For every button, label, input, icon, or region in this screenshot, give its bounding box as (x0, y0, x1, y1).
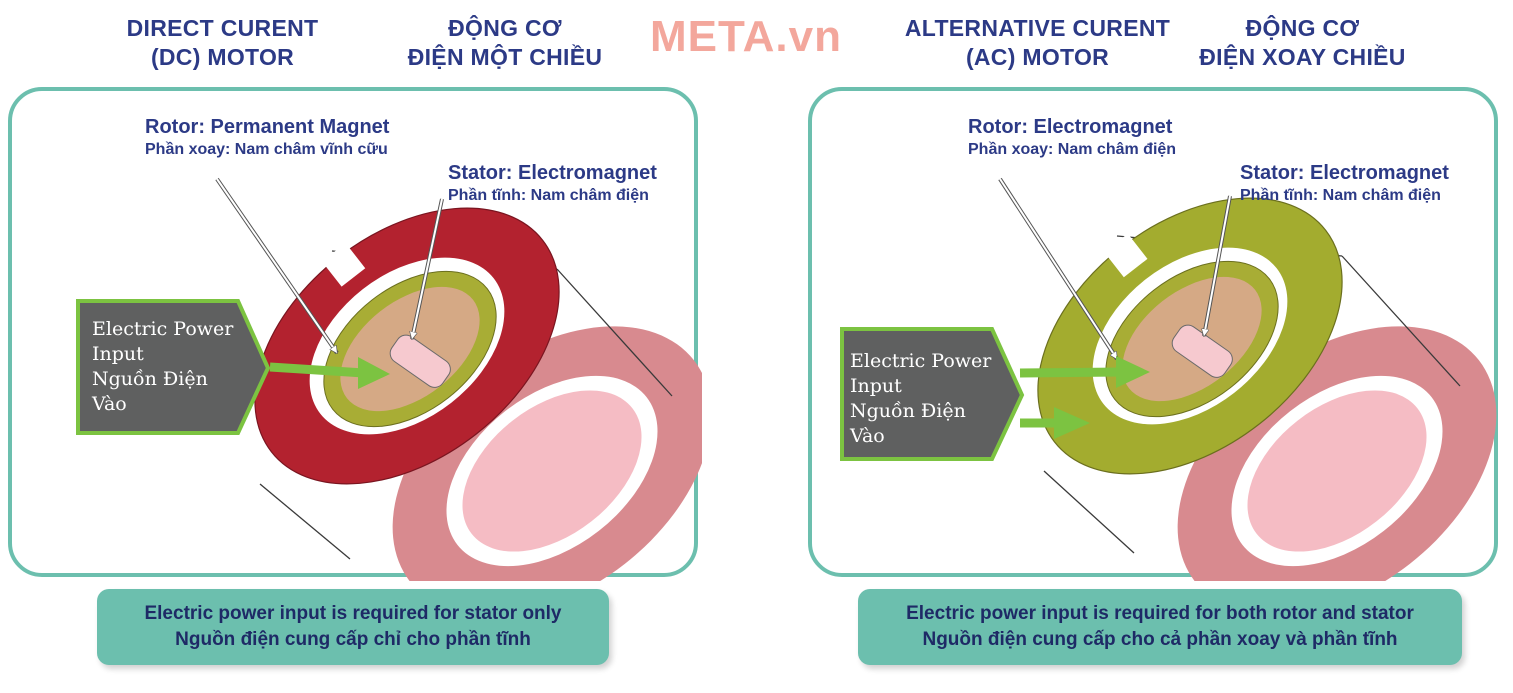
meta-logo: META.vn (650, 12, 842, 61)
ac-rotor-label: Rotor: Electromagnet Phần xoay: Nam châm… (968, 116, 1177, 158)
dc-motor-panel: Rotor: Permanent Magnet Phần xoay: Nam c… (8, 87, 702, 581)
dc-rotor-label: Rotor: Permanent Magnet Phần xoay: Nam c… (145, 116, 390, 158)
dc-stator-label: Stator: Electromagnet Phần tĩnh: Nam châ… (448, 162, 657, 204)
dc-motor-illustration (76, 177, 702, 581)
ac-input-box (840, 327, 1025, 461)
dc-input-box (76, 299, 271, 435)
ac-power-arrow-top (1019, 356, 1150, 388)
ac-stator-label: Stator: Electromagnet Phần tĩnh: Nam châ… (1240, 162, 1449, 204)
dc-power-arrow (269, 357, 390, 389)
ac-motor-panel: Rotor: Electromagnet Phần xoay: Nam châm… (808, 87, 1498, 581)
ac-motor-illustration (840, 177, 1497, 581)
ac-caption: Electric power input is required for bot… (858, 589, 1462, 665)
dc-title-en: DIRECT CURENT(DC) MOTOR (126, 15, 319, 70)
ac-title-en: ALTERNATIVE CURENT(AC) MOTOR (904, 15, 1171, 70)
ac-power-arrow-bottom (1020, 407, 1090, 439)
dc-caption: Electric power input is required for sta… (97, 589, 609, 665)
